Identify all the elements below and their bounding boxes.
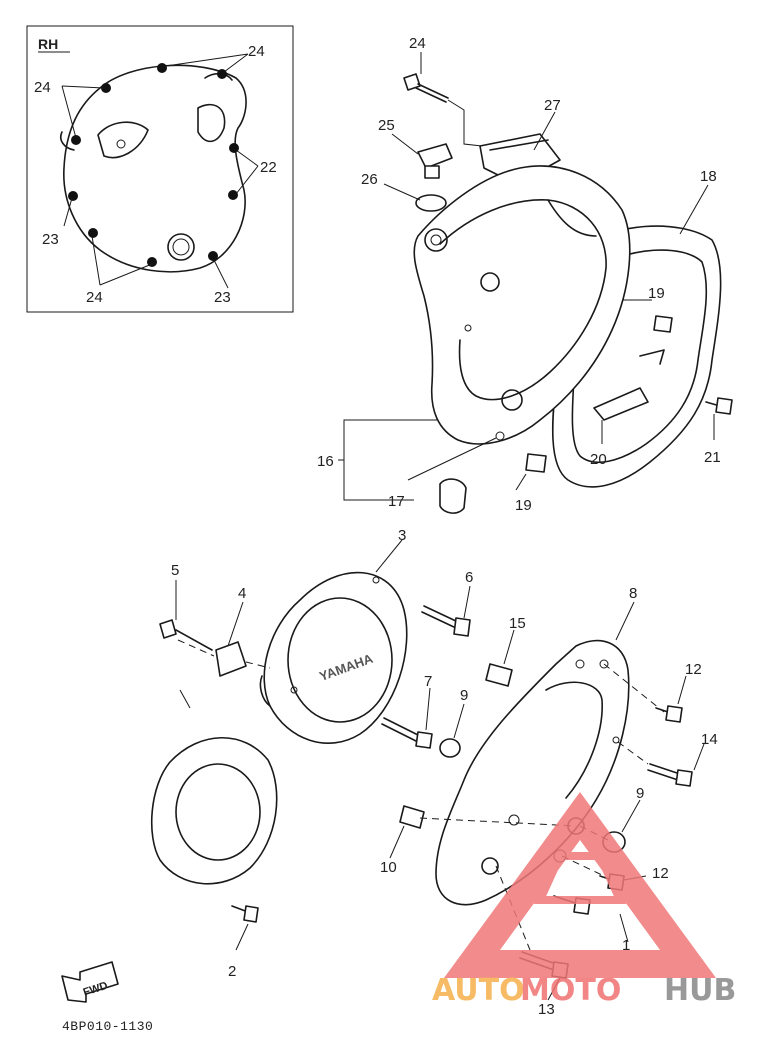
callout-25: 25	[378, 117, 395, 134]
screw-12-upper	[655, 705, 683, 723]
fwd-arrow: FWD	[61, 961, 119, 1003]
callout-2: 2	[228, 963, 236, 980]
callout-16: 16	[317, 453, 334, 470]
callout-12-lower: 12	[652, 865, 669, 882]
callout-18: 18	[700, 168, 717, 185]
crankcase-cover-16	[413, 165, 631, 445]
callout-20: 20	[590, 451, 607, 468]
callout-24: 24	[409, 35, 426, 52]
callout-8: 8	[629, 585, 637, 602]
callout-17: 17	[388, 493, 405, 510]
watermark-text-moto: MOTO	[520, 973, 621, 1008]
bolt-5	[159, 619, 213, 651]
callout-21: 21	[704, 449, 721, 466]
callout-9-upper: 9	[460, 687, 468, 704]
callout-26: 26	[361, 171, 378, 188]
bolt-6	[421, 605, 471, 637]
watermark-text-hub: HUB	[664, 973, 736, 1008]
collar-9-upper	[439, 738, 461, 758]
callout-19-lower: 19	[515, 497, 532, 514]
callout-27: 27	[544, 97, 561, 114]
callout-12-upper: 12	[685, 661, 702, 678]
cover-1-left	[150, 736, 278, 885]
plug-17	[439, 478, 467, 514]
bracket-4	[215, 641, 247, 677]
callout-6: 6	[465, 569, 473, 586]
callout-14: 14	[701, 731, 718, 748]
inset-frame	[26, 25, 294, 313]
inset-callout-23-left: 23	[42, 231, 59, 248]
dowel-pin-19-lower	[525, 453, 547, 473]
generator-cover-assembly: YAMAHA	[150, 539, 471, 951]
inset-callout-24-left: 24	[34, 79, 51, 96]
crankcase-cover-8	[435, 639, 630, 906]
rh-inset: RH 24 24 22 23 24 23	[26, 25, 294, 313]
fwd-arrow-icon	[61, 961, 119, 1003]
watermark-text-auto: AUTO	[432, 973, 525, 1008]
callout-3: 3	[398, 527, 406, 544]
inset-cover-outline	[63, 64, 247, 273]
dowel-pin-10	[399, 805, 425, 829]
plate-20	[593, 387, 649, 421]
inset-callout-24-bottom: 24	[86, 289, 103, 306]
bolt-24	[403, 73, 449, 103]
dowel-pin-15	[485, 663, 513, 687]
dowel-pin-19-upper	[653, 315, 673, 333]
bolt-2	[231, 905, 259, 923]
diagram-code: 4BP010-1130	[62, 1019, 153, 1034]
inset-callout-24-top: 24	[248, 43, 265, 60]
inset-label: RH	[38, 36, 58, 52]
oil-filler-cap-25	[417, 143, 453, 169]
bolt-14	[647, 763, 693, 787]
callout-7: 7	[424, 673, 432, 690]
callout-1: 1	[622, 937, 630, 954]
inset-callout-22: 22	[260, 159, 277, 176]
callout-13: 13	[538, 1001, 555, 1018]
callout-4: 4	[238, 585, 246, 602]
watermark-triangle-icon	[444, 792, 716, 978]
bolt-7	[381, 717, 433, 749]
watermark: AUTO MOTO HUB	[432, 792, 736, 1008]
callout-10: 10	[380, 859, 397, 876]
inset-callout-23-right: 23	[214, 289, 231, 306]
crankcase-cover-assembly	[338, 52, 733, 514]
bolt-21	[705, 397, 733, 415]
callout-5: 5	[171, 562, 179, 579]
callout-19-upper: 19	[648, 285, 665, 302]
callout-9-lower: 9	[636, 785, 644, 802]
callout-labels: 24 27 25 26 18 19 20 21 16 17 19 3 5 6 4…	[171, 35, 721, 1018]
callout-15: 15	[509, 615, 526, 632]
o-ring-26	[415, 194, 447, 212]
